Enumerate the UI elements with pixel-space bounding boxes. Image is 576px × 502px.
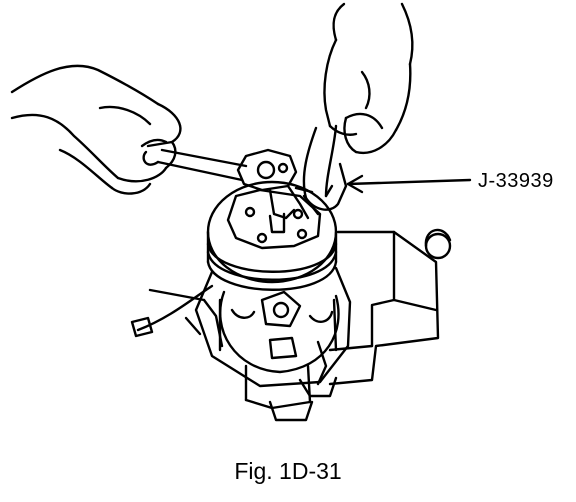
spanner-wrench <box>302 124 348 211</box>
callout-leader <box>346 174 472 194</box>
right-hand <box>323 2 414 155</box>
figure-caption: Fig. 1D-31 <box>234 458 342 484</box>
clutch-plate <box>226 188 322 250</box>
wire-harness <box>130 284 224 348</box>
tool-callout-label: J-33939 <box>478 170 554 192</box>
compressor-body <box>194 180 352 422</box>
left-hand <box>10 64 182 195</box>
mounting-bracket <box>328 228 452 386</box>
